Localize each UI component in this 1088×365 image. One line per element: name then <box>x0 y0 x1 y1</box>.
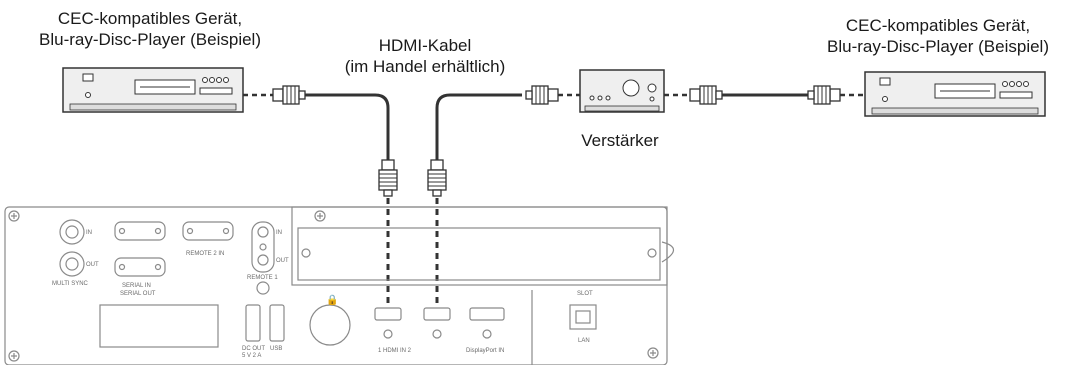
amplifier-label: Verstärker <box>581 131 659 150</box>
panel-label-out-2: OUT <box>276 258 289 264</box>
lock-icon: 🔒 <box>326 294 338 306</box>
panel-label-slot: SLOT <box>577 291 593 297</box>
left-device-label: CEC-kompatibles Gerät, Blu-ray-Disc-Play… <box>0 8 300 50</box>
panel-label-dc-spec: 5 V 2 A <box>242 353 261 359</box>
screw-icon <box>647 347 659 359</box>
panel-label-in: IN <box>86 230 92 236</box>
left-bluray-player <box>62 67 244 113</box>
projector-rear-panel <box>4 206 675 365</box>
panel-label-remote1: REMOTE 1 <box>247 275 278 281</box>
panel-label-multi-sync: MULTI SYNC <box>52 281 89 287</box>
left-device-label-line1: CEC-kompatibles Gerät, <box>57 9 243 28</box>
hdmi-cable-label-line1: HDMI-Kabel <box>378 36 472 55</box>
panel-label-displayport-in: DisplayPort IN <box>466 348 504 354</box>
panel-label-remote2-in: REMOTE 2 IN <box>186 251 224 257</box>
panel-label-serial-in: SERIAL IN <box>122 283 151 289</box>
panel-label-hdmi-in: 1 HDMI IN 2 <box>378 348 412 354</box>
left-device-label-line2: Blu-ray-Disc-Player (Beispiel) <box>39 30 261 49</box>
hdmi-cable-label-line2: (im Handel erhältlich) <box>344 57 506 76</box>
panel-label-in-2: IN <box>276 230 282 236</box>
screw-icon <box>314 210 326 222</box>
right-bluray-player <box>864 71 1046 117</box>
amplifier <box>579 69 665 113</box>
screw-icon <box>8 210 20 222</box>
right-device-label-line2: Blu-ray-Disc-Player (Beispiel) <box>827 37 1049 56</box>
panel-label-usb: USB <box>270 346 282 352</box>
hdmi-cable-label: HDMI-Kabel (im Handel erhältlich) <box>300 35 550 77</box>
right-device-label-line1: CEC-kompatibles Gerät, <box>845 16 1031 35</box>
right-device-label: CEC-kompatibles Gerät, Blu-ray-Disc-Play… <box>788 15 1088 57</box>
panel-label-serial-out: SERIAL OUT <box>120 291 156 297</box>
panel-label-lan: LAN <box>578 338 590 344</box>
screw-icon <box>8 350 20 362</box>
panel-label-out: OUT <box>86 262 99 268</box>
panel-label-dc-out: DC OUT <box>242 346 265 352</box>
